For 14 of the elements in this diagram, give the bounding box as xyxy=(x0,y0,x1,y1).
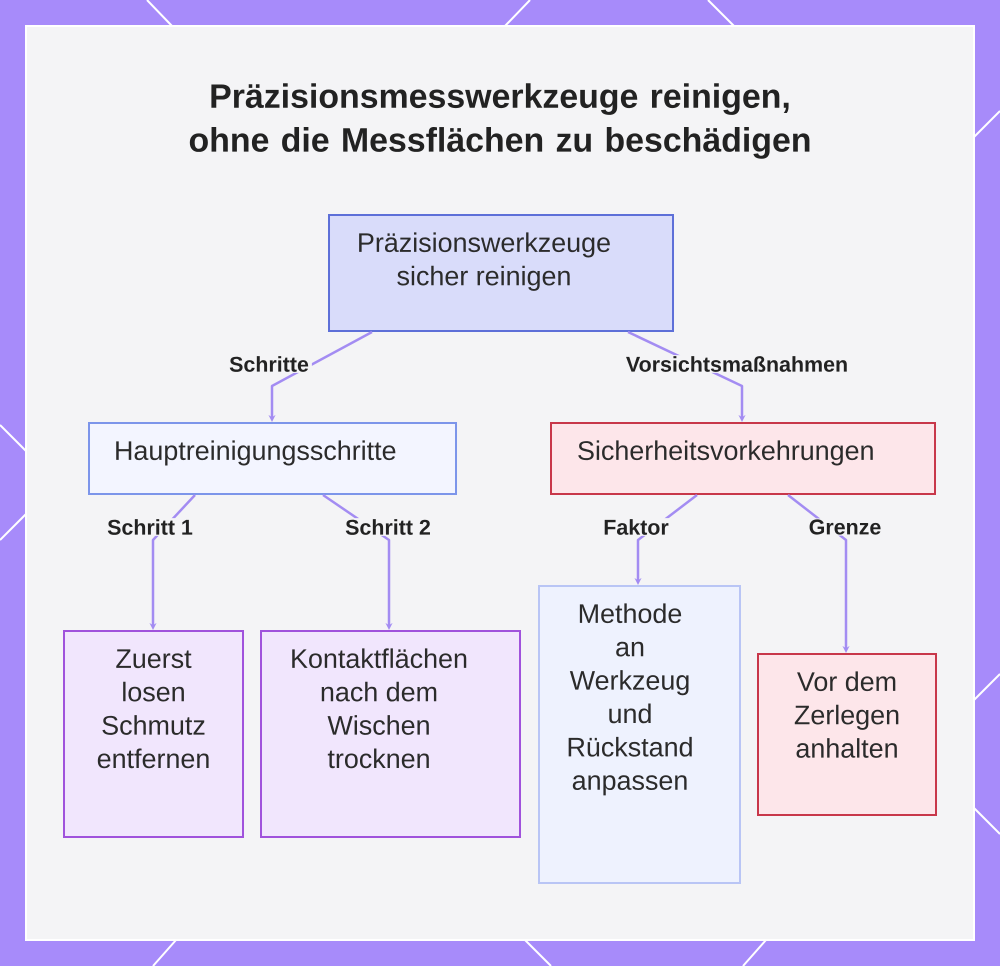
limit-box: Vor dem Zerlegen anhalten xyxy=(757,653,937,816)
edge-label: Faktor xyxy=(600,518,672,536)
title: Präzisionsmesswerkzeuge reinigen, ohne die Messflächen zu beschädigen xyxy=(190,83,810,159)
category-box: Sicherheitsvorkehrungen xyxy=(550,422,936,495)
factor-box: Methode an Werkzeug und Rückstand anpassen xyxy=(538,585,741,884)
edge-label: Schritte xyxy=(226,355,312,373)
step-box: Zuerst losen Schmutz entfernen xyxy=(63,630,244,838)
category-box: Hauptreinigungsschritte xyxy=(88,422,457,495)
edge-label: Grenze xyxy=(806,518,884,536)
edge-label: Schritt 2 xyxy=(342,518,434,536)
edge-label: Vorsichtsmaßnahmen xyxy=(622,355,852,373)
step-box: Kontaktflächen nach dem Wischen trocknen xyxy=(260,630,521,838)
root-box: Präzisionswerkzeuge sicher reinigen xyxy=(328,214,674,332)
edge-label: Schritt 1 xyxy=(104,518,196,536)
